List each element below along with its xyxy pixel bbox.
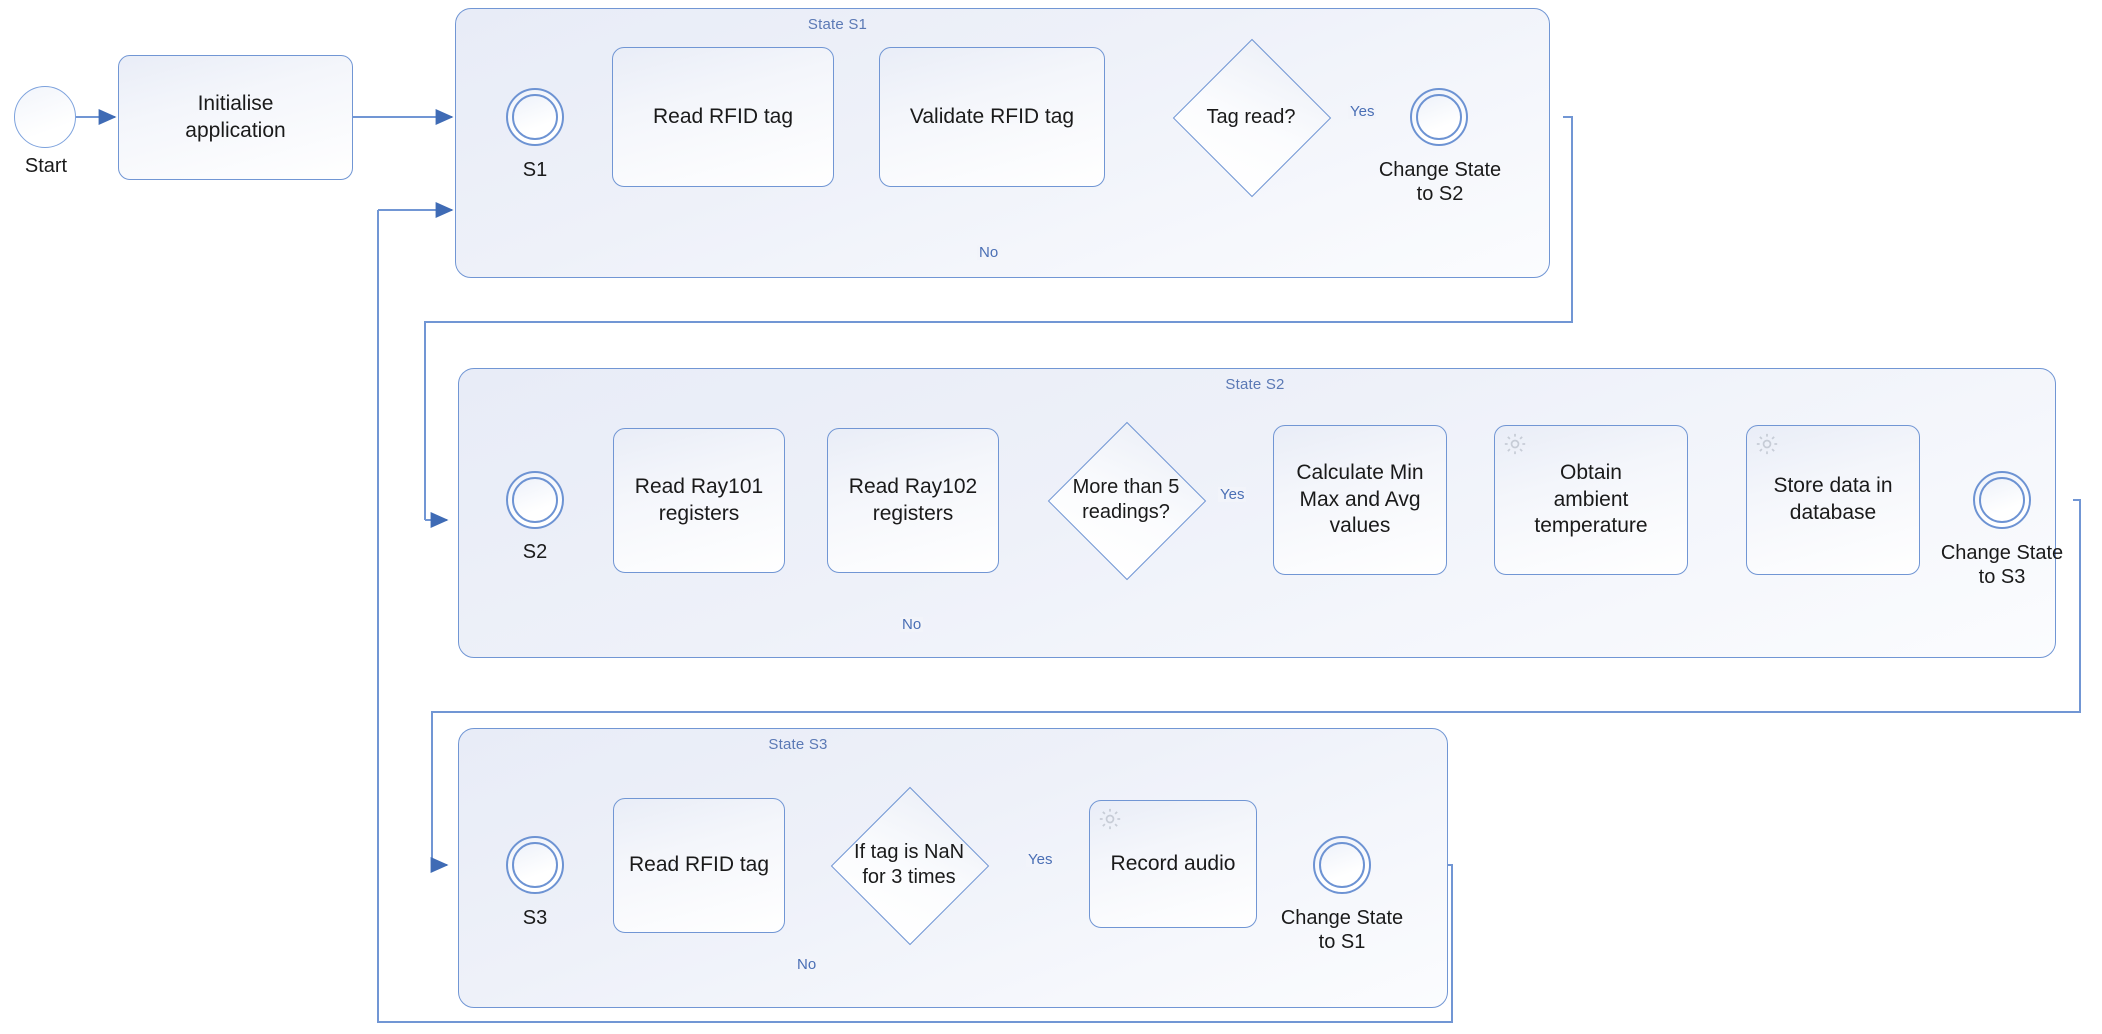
start-event[interactable]: [14, 86, 76, 148]
task-label: Validate RFID tag: [909, 104, 1075, 128]
gateway-more-than-5-readings[interactable]: More than 5 readings?: [1047, 421, 1207, 581]
task-read-ray102-registers[interactable]: Read Ray102 registers: [827, 428, 999, 573]
gateway-label: If tag is NaN for 3 times: [853, 841, 965, 888]
flow-label-yes-s1: Yes: [1348, 103, 1377, 120]
inner-ring: [512, 477, 558, 523]
inner-ring: [1319, 842, 1365, 888]
task-record-audio[interactable]: Record audio: [1089, 800, 1257, 928]
task-validate-rfid-tag-s1[interactable]: Validate RFID tag: [879, 47, 1105, 187]
inner-ring: [512, 842, 558, 888]
state-start-label-s1: S1: [522, 159, 548, 181]
flow-label-yes-s2: Yes: [1218, 486, 1247, 503]
state-title-s3: State S3: [768, 736, 828, 753]
task-label: Store data in database: [1773, 474, 1893, 524]
gear-icon: [1097, 806, 1123, 832]
end-event-change-state-s1[interactable]: [1313, 836, 1371, 894]
state-start-event-s2[interactable]: [506, 471, 564, 529]
flow-label-no-s3: No: [795, 956, 819, 973]
end-event-label-s2: Change State to S3: [1940, 542, 2064, 589]
task-initialise-application[interactable]: Initialise application: [118, 55, 353, 180]
task-obtain-ambient-temperature[interactable]: Obtain ambient temperature: [1494, 425, 1688, 575]
task-label: Calculate Min Max and Avg values: [1296, 460, 1424, 538]
start-event-label: Start: [24, 155, 68, 177]
state-title-s2: State S2: [1225, 376, 1285, 393]
end-event-label-s3: Change State to S1: [1280, 907, 1404, 954]
gateway-if-tag-is-nan[interactable]: If tag is NaN for 3 times: [830, 786, 990, 946]
inner-ring: [1416, 94, 1462, 140]
state-start-event-s1[interactable]: [506, 88, 564, 146]
task-read-ray101-registers[interactable]: Read Ray101 registers: [613, 428, 785, 573]
task-read-rfid-tag-s3[interactable]: Read RFID tag: [613, 798, 785, 933]
state-start-label-s2: S2: [522, 541, 548, 563]
gateway-label: More than 5 readings?: [1072, 476, 1180, 523]
state-start-label-s3: S3: [522, 907, 548, 929]
flow-label-yes-s3: Yes: [1026, 851, 1055, 868]
flow-label-no-s2: No: [900, 616, 924, 633]
state-title-s1: State S1: [807, 16, 868, 33]
end-event-change-state-s2[interactable]: [1410, 88, 1468, 146]
task-calculate-min-max-avg[interactable]: Calculate Min Max and Avg values: [1273, 425, 1447, 575]
task-label: Obtain ambient temperature: [1534, 460, 1648, 538]
task-read-rfid-tag-s1[interactable]: Read RFID tag: [612, 47, 834, 187]
inner-ring: [512, 94, 558, 140]
gateway-label: Tag read?: [1206, 105, 1296, 128]
state-start-event-s3[interactable]: [506, 836, 564, 894]
task-label: Read Ray102 registers: [848, 474, 978, 525]
end-event-label-s1: Change State to S2: [1378, 159, 1502, 206]
inner-ring: [1979, 477, 2025, 523]
gateway-tag-read[interactable]: Tag read?: [1172, 38, 1332, 198]
task-label: Initialise application: [185, 91, 286, 142]
flow-label-no-s1: No: [977, 244, 1001, 261]
task-label: Read Ray101 registers: [634, 474, 764, 525]
task-label: Record audio: [1110, 851, 1236, 875]
task-label: Read RFID tag: [628, 853, 770, 877]
gear-icon: [1754, 431, 1780, 457]
task-store-data-in-database[interactable]: Store data in database: [1746, 425, 1920, 575]
gear-icon: [1502, 431, 1528, 457]
end-event-change-state-s3[interactable]: [1973, 471, 2031, 529]
task-label: Read RFID tag: [652, 104, 794, 128]
